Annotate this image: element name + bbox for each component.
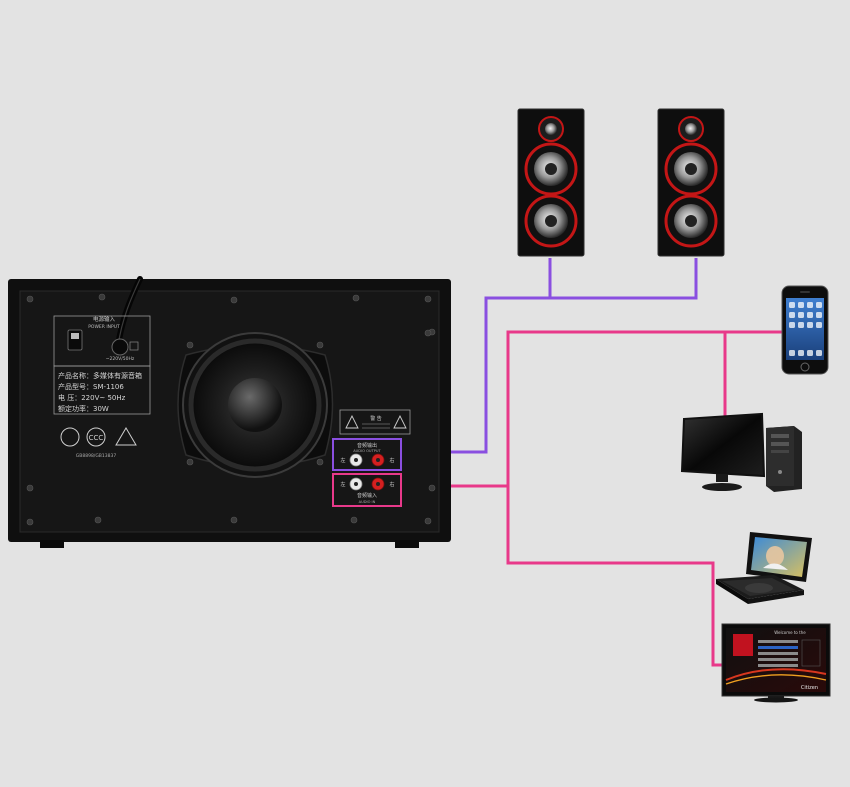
flat-tv-icon: Welcome to the Citizen [721,623,831,703]
speaker-line-right [550,258,698,300]
power-voltage-label: ~220V/50Hz [106,356,135,362]
power-panel-title-en: POWER INPUT [88,324,120,330]
spec-label: 产品名称：多媒体有源音箱 产品型号：SM-1106 电 压：220V~ 50Hz… [53,365,151,415]
power-socket [111,338,129,356]
woofer-driver [177,332,334,478]
warning-triangle-icon [345,414,359,429]
warning-label: 警 告 [339,409,411,435]
panel-screws [26,293,436,526]
source-line-tv [711,583,725,667]
cert-mark-2-icon [86,427,106,447]
audio-output-jacks: 音频输出 AUDIO OUTPUT 左 右 [332,438,402,471]
desktop-computer-icon [680,412,802,492]
input-left-label: 左 [340,481,345,488]
cert-mark-3-icon [115,427,137,446]
output-right-label: 右 [389,457,394,464]
smartphone-icon [781,285,829,375]
source-trunk [401,330,783,488]
spec-product-name: 产品名称：多媒体有源音箱 [58,371,142,380]
audio-input-label-en: AUDIO IN [359,500,376,504]
tv-screen-title: Welcome to the [774,630,806,635]
warning-title: 警 告 [370,415,382,422]
audio-input-label-cn: 音频输入 [357,492,377,499]
audio-output-label-en: AUDIO OUTPUT [353,449,381,453]
input-right-label: 右 [389,481,394,488]
cert-caption: GB8898/GB13837 [76,453,117,459]
tv-logo-block [733,634,753,656]
spec-voltage: 电 压：220V~ 50Hz [58,393,126,402]
speaker-wiring [401,258,698,454]
portable-dvd-player-icon [716,532,812,604]
satellite-speaker-right [657,108,725,257]
shock-triangle-icon [393,414,407,429]
source-wiring [401,330,783,667]
certification-marks: CCC GB8898/GB13837 [60,427,137,459]
output-left-label: 左 [340,457,345,464]
power-panel-title-cn: 电源输入 [93,315,116,323]
speaker-line-left [401,258,552,454]
audio-input-jacks: 左 右 音频输入 AUDIO IN [332,473,402,507]
spec-power: 额定功率：30W [58,404,109,413]
subwoofer-unit: 电源输入 POWER INPUT ~220V/50Hz 产品名称：多媒体有源音箱… [8,276,451,548]
source-line-dvd [506,486,715,583]
svg-text:CCC: CCC [89,434,104,442]
spec-model: 产品型号：SM-1106 [58,382,124,391]
tv-screen-logo: Citizen [801,685,818,691]
satellite-speaker-left [517,108,585,257]
cert-mark-1-icon [60,427,80,447]
audio-output-label-cn: 音频输出 [357,442,377,449]
